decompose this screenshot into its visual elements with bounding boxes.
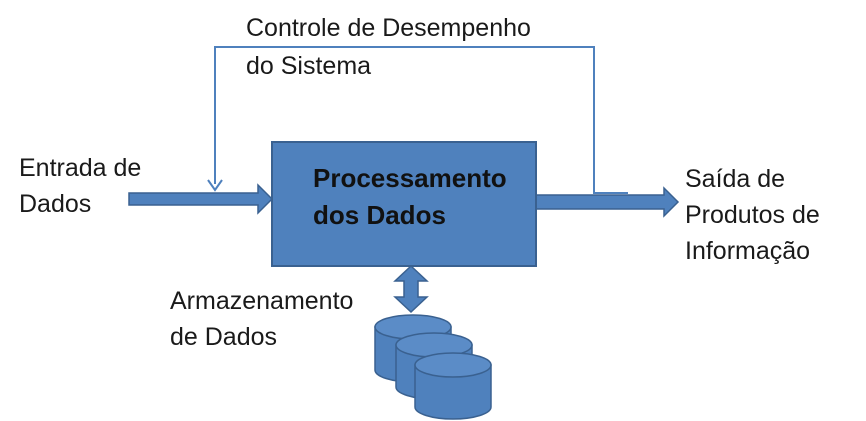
- feedback-loop-line: [214, 46, 595, 194]
- process-label-line2: dos Dados: [313, 200, 446, 230]
- output-label-line2: Produtos de: [685, 201, 820, 229]
- output-arrow: [535, 186, 680, 218]
- feedback-arrowhead: [207, 179, 223, 192]
- input-arrow: [128, 183, 274, 215]
- process-box: [271, 141, 537, 267]
- input-label-line1: Entrada de: [19, 154, 141, 182]
- storage-label-line1: Armazenamento: [170, 287, 353, 315]
- storage-double-arrow: [393, 264, 429, 314]
- storage-label-line2: de Dados: [170, 323, 277, 351]
- feedback-label-line1: Controle de Desempenho: [246, 14, 531, 42]
- database-cylinder-front: [414, 352, 492, 420]
- output-label-line3: Informação: [685, 237, 810, 265]
- output-label-line1: Saída de: [685, 165, 785, 193]
- process-label-line1: Processamento: [313, 163, 507, 193]
- input-label-line2: Dados: [19, 190, 91, 218]
- feedback-label-line2: do Sistema: [246, 52, 371, 80]
- database-cylinders-icon: [374, 314, 492, 420]
